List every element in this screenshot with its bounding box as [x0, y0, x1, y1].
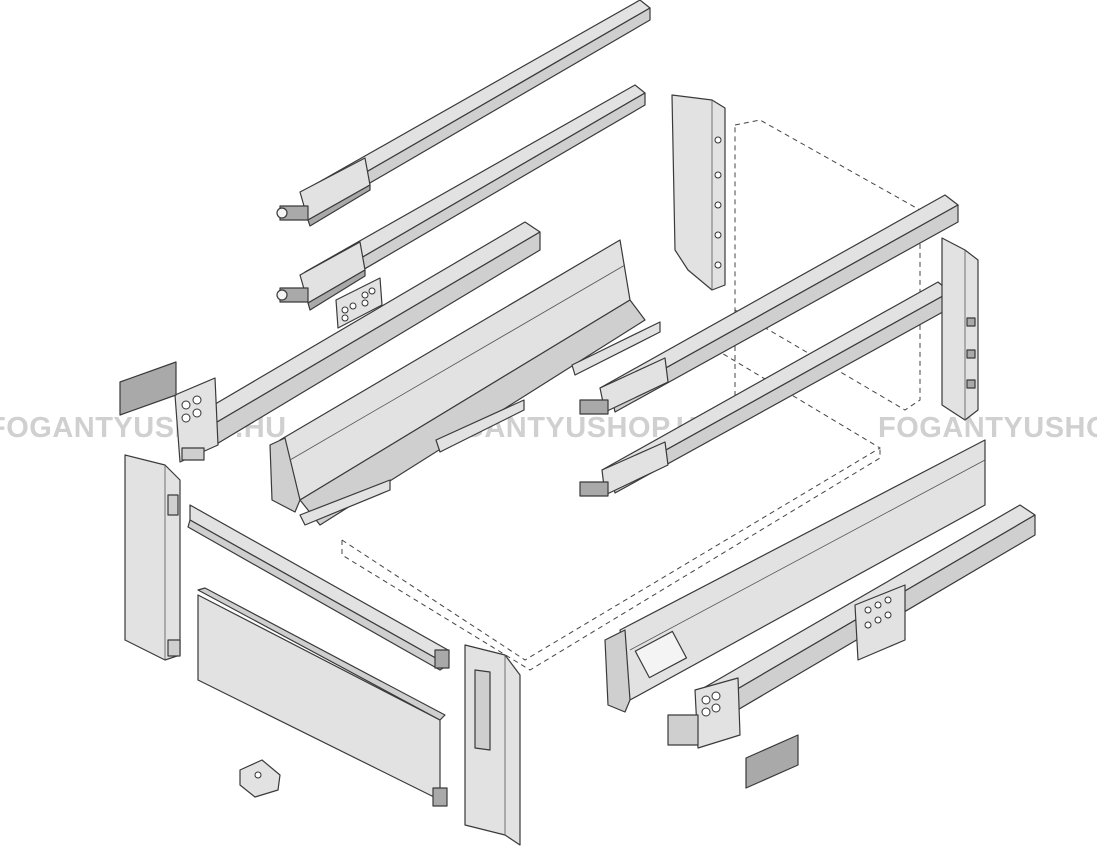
watermark-right: FOGANTYUSHOP.HU: [878, 412, 1097, 444]
clip: [239, 759, 281, 798]
cabinet-outline: [734, 119, 921, 411]
gallery-rail-lower: [276, 84, 646, 311]
rear-bracket-right: [941, 237, 979, 421]
gallery-rail-upper: [276, 0, 651, 227]
drawer-bottom-outline: [341, 339, 881, 671]
rear-bracket-top: [671, 94, 726, 291]
front-bracket-right: [464, 644, 521, 846]
gallery-rail-cross-front: [579, 194, 959, 415]
drawer-runner-right: [667, 504, 1036, 749]
rear-bracket-left: [335, 277, 383, 329]
front-panel: [197, 587, 448, 807]
front-bracket-left: [124, 454, 181, 661]
watermark-group: FOGANTYUSHOP.HU FOGANTYUSHOP.HU FOGANTYU…: [0, 412, 1097, 444]
cover-cap-right: [745, 734, 799, 789]
front-rail: [187, 504, 450, 671]
drawer-side-right: [604, 439, 986, 713]
drawer-runner-left: [174, 221, 541, 463]
cover-cap-left: [119, 361, 177, 416]
drawer-side-left: [269, 239, 661, 526]
